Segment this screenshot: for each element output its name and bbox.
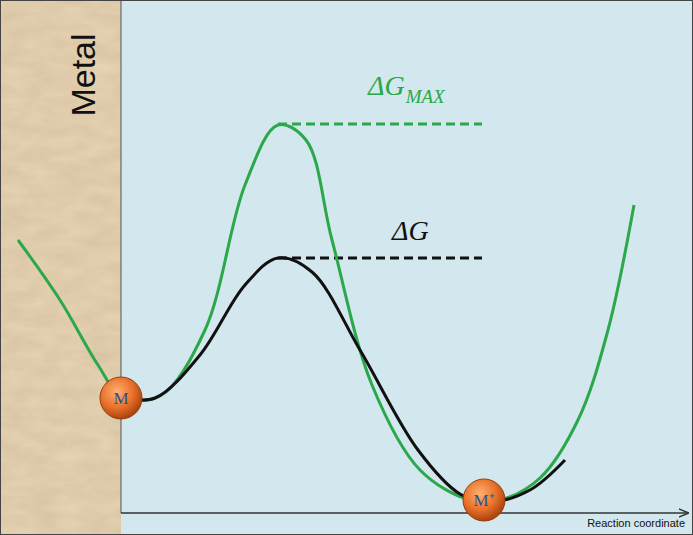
metal-label: Metal xyxy=(66,33,100,116)
sphere-shape xyxy=(463,479,505,521)
energy-curve xyxy=(122,258,565,502)
species-label: M xyxy=(113,390,128,407)
metal-panel xyxy=(0,0,121,535)
species-label: M⁺ xyxy=(473,492,494,509)
sphere-shape xyxy=(100,377,142,419)
max-barrier-level xyxy=(278,123,482,126)
metal-atom: M xyxy=(99,376,143,420)
barrier-label: ΔG xyxy=(392,217,429,245)
reaction-axis xyxy=(121,512,688,513)
metal-texture xyxy=(0,0,121,535)
axis-label: Reaction coordinate xyxy=(587,518,685,529)
max-energy-curve xyxy=(18,125,634,503)
metal-ion: M⁺ xyxy=(462,478,506,522)
max-barrier-label: ΔG xyxy=(368,72,405,100)
metal-boundary xyxy=(121,0,122,513)
barrier-level xyxy=(278,257,482,260)
max-subscript: MAX xyxy=(406,87,445,106)
